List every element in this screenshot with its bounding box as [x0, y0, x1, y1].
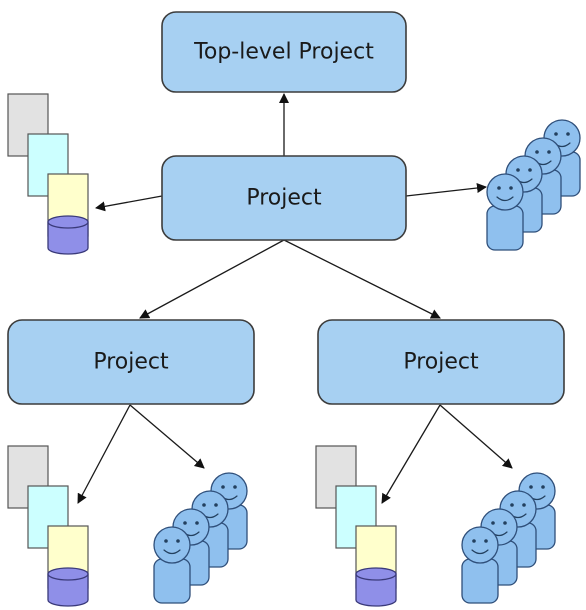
- node-child-project-right-box: [317, 319, 565, 405]
- edge-left-child-to-documents: [77, 404, 131, 504]
- node-child-project-left-label: Project: [93, 350, 169, 375]
- edge-right-child-to-people: [439, 404, 513, 469]
- node-child-project-right: Project: [317, 319, 565, 405]
- node-project-label: Project: [246, 186, 322, 211]
- person-icon: [153, 526, 191, 604]
- people-group-icon: [461, 472, 556, 604]
- node-top-level-project-box: [161, 11, 407, 93]
- person-icon: [461, 526, 499, 604]
- node-top-level-project: Top-level Project: [161, 11, 407, 93]
- edge-project-to-left-child: [139, 239, 285, 319]
- edge-project-to-documents: [95, 195, 163, 212]
- edges: [77, 93, 513, 504]
- node-project: Project: [161, 155, 407, 241]
- database-icon: [47, 215, 89, 255]
- document-stack-icon: [315, 445, 397, 607]
- document-stack-icon: [7, 445, 89, 607]
- node-child-project-left: Project: [7, 319, 255, 405]
- edge-project-to-right-child: [283, 239, 441, 319]
- node-child-project-right-label: Project: [403, 350, 479, 375]
- database-icon: [355, 567, 397, 607]
- edge-project-to-people: [405, 183, 487, 197]
- database-icon: [47, 567, 89, 607]
- node-top-level-project-label: Top-level Project: [193, 40, 374, 65]
- edge-right-child-to-documents: [381, 404, 441, 504]
- edge-left-child-to-people: [129, 404, 205, 469]
- person-icon: [486, 173, 524, 251]
- node-project-box: [161, 155, 407, 241]
- document-stack-icon: [7, 93, 89, 255]
- people-group-icon: [486, 119, 581, 251]
- people-group-icon: [153, 472, 248, 604]
- node-child-project-left-box: [7, 319, 255, 405]
